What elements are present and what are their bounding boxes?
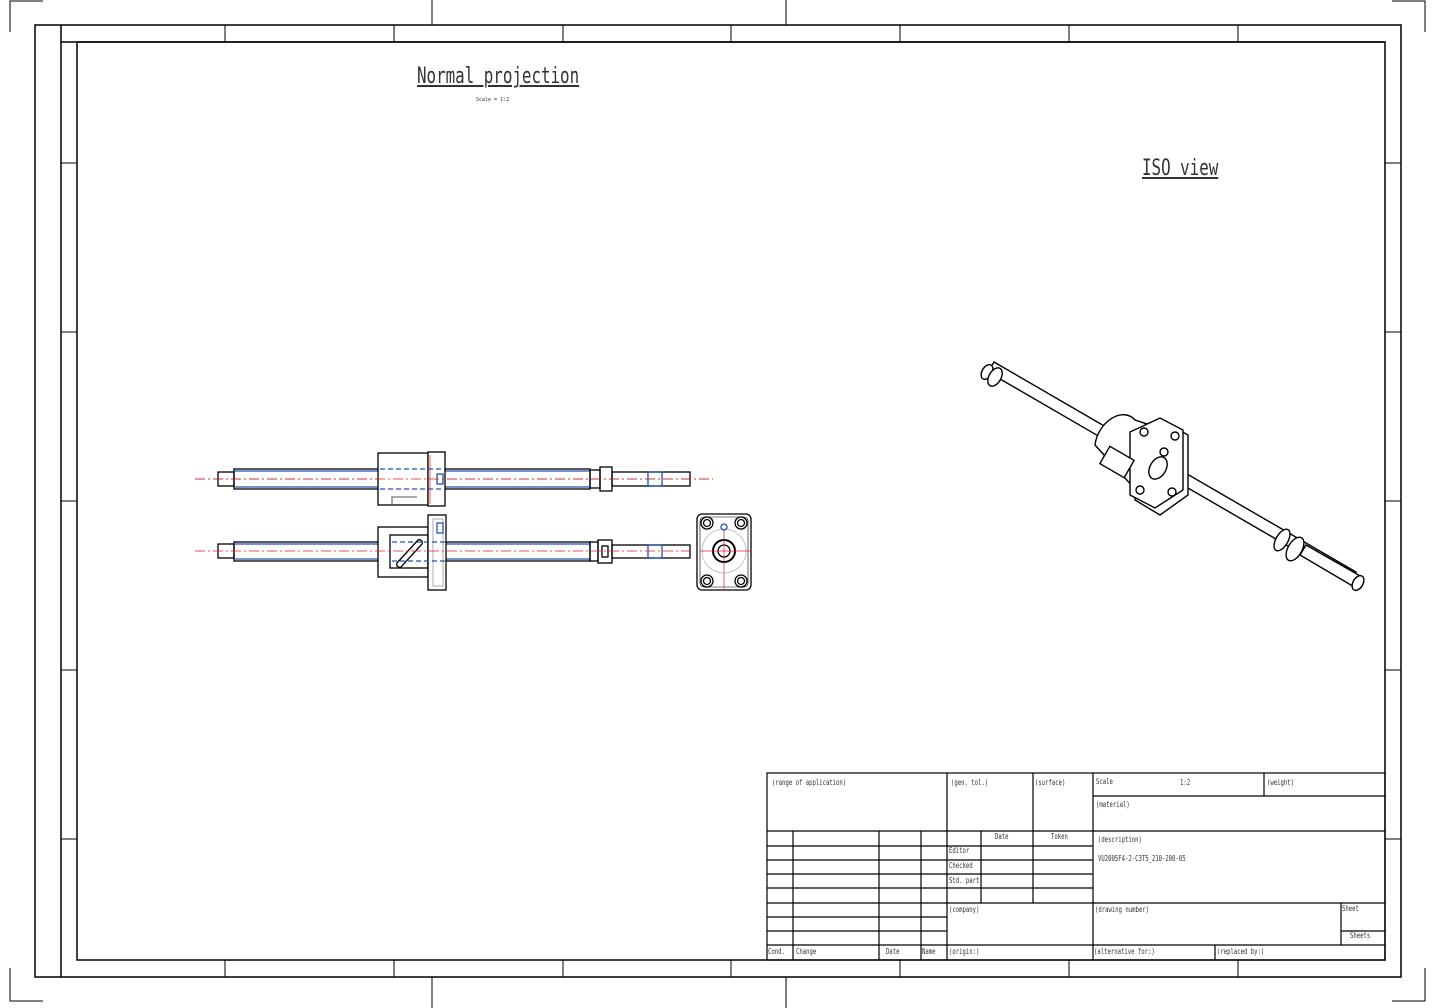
company-label: (company) <box>949 905 980 914</box>
checked-label: Checked <box>949 861 973 870</box>
change-label: Change <box>796 947 817 956</box>
editor-label: Editor <box>949 846 970 855</box>
normal-projection-title: Normal projection <box>417 64 580 89</box>
sheet-label: Sheet <box>1342 904 1359 913</box>
sheet-frame <box>9 0 1426 1008</box>
std-part-label: Std. part <box>949 876 980 885</box>
origin-label: (origin:) <box>949 947 980 956</box>
side-view <box>195 514 691 591</box>
sheets-label: Sheets <box>1350 931 1371 940</box>
scale-label: Scale <box>1096 777 1113 786</box>
date-header: Date <box>995 832 1009 841</box>
iso-view-title: ISO view <box>1142 156 1219 181</box>
weight-label: (weight) <box>1267 778 1294 787</box>
range-of-application-label: (range of application) <box>772 778 847 787</box>
front-view <box>195 451 713 507</box>
replaced-by-label: (replaced by:) <box>1217 947 1265 956</box>
rev-date-label: Date <box>886 947 900 956</box>
token-header: Token <box>1051 832 1068 841</box>
material-label: (material) <box>1096 800 1130 809</box>
description-label: (description) <box>1098 835 1142 844</box>
iso-view-drawing <box>980 361 1365 592</box>
end-view <box>696 513 752 591</box>
name-label: Name <box>922 947 936 956</box>
gen-tol-label: (gen. tol.) <box>951 778 989 787</box>
drawing-number-label: (drawing number) <box>1095 905 1149 914</box>
surface-label: (surface) <box>1035 778 1066 787</box>
alternative-for-label: (alternative for:) <box>1094 947 1155 956</box>
scale-value: 1:2 <box>1180 778 1191 787</box>
title-block-grid <box>766 772 1386 961</box>
cond-label: Cond. <box>768 947 785 956</box>
description-value: VU2005F4-2-C3T5_210-200-05 <box>1098 854 1186 863</box>
normal-projection-scale-note: Scale = 1:2 <box>476 97 510 103</box>
